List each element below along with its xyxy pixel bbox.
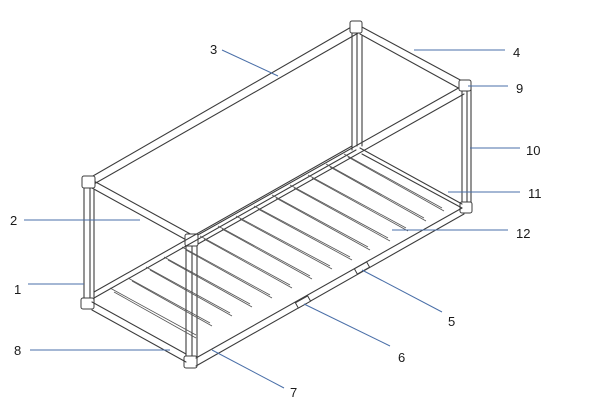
floor-cross-members bbox=[109, 153, 445, 339]
callout-labels: 1 2 3 4 5 6 7 8 9 10 11 12 bbox=[10, 42, 542, 400]
corner-posts bbox=[83, 31, 472, 363]
top-end-rail-left bbox=[91, 179, 195, 237]
bottom-frame bbox=[91, 145, 465, 367]
callout-7: 7 bbox=[290, 385, 297, 400]
leader-7 bbox=[211, 349, 285, 389]
corner-fitting-top-left bbox=[81, 175, 96, 189]
callout-10: 10 bbox=[526, 143, 540, 158]
leader-6 bbox=[303, 303, 391, 347]
top-side-rail-near bbox=[195, 85, 463, 237]
bottom-end-rail-left bbox=[91, 301, 187, 355]
callout-6: 6 bbox=[398, 350, 405, 365]
bottom-end-rail-right bbox=[359, 147, 463, 205]
corner-fitting-bottom-left bbox=[80, 297, 95, 310]
bottom-side-rail-far bbox=[93, 149, 357, 299]
top-frame bbox=[85, 25, 465, 245]
corner-fitting-top-back bbox=[349, 20, 363, 34]
callout-2: 2 bbox=[10, 213, 17, 228]
corner-fitting-bottom-front bbox=[183, 355, 198, 369]
bottom-side-rail-near bbox=[195, 207, 463, 359]
leader-3 bbox=[221, 49, 279, 77]
leader-5 bbox=[361, 269, 443, 313]
callout-8: 8 bbox=[14, 343, 21, 358]
callout-11: 11 bbox=[528, 186, 542, 201]
callout-4: 4 bbox=[513, 45, 520, 60]
callout-1: 1 bbox=[14, 282, 21, 297]
callout-12: 12 bbox=[516, 226, 530, 241]
callout-3: 3 bbox=[210, 42, 217, 57]
leader-lines bbox=[24, 49, 520, 389]
callout-5: 5 bbox=[448, 314, 455, 329]
callout-9: 9 bbox=[516, 81, 523, 96]
top-end-rail-right bbox=[359, 25, 465, 83]
top-side-rail-far bbox=[85, 25, 354, 181]
